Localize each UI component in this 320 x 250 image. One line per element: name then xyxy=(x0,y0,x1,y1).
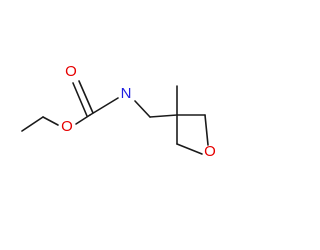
bond-ethyl-ch3-ch2 xyxy=(21,116,44,132)
bond-ring-o-c4-bottom xyxy=(176,143,203,155)
carbonyl-oxygen-label: O xyxy=(65,63,77,80)
bond-ring-c2-top-o xyxy=(204,114,209,146)
ester-oxygen-label: O xyxy=(61,118,73,135)
bond-ch2-quaternary-c xyxy=(149,114,178,118)
ring-oxygen-label: O xyxy=(204,143,216,160)
bond-carbonyl-double-1 xyxy=(72,82,88,117)
nitrogen-label: N xyxy=(121,85,132,102)
bond-ethyl-ch2-o xyxy=(42,116,59,126)
bond-carbonyl-c-n xyxy=(89,97,119,116)
bond-n-ch2 xyxy=(134,100,151,118)
bond-ester-o-carbonyl-c xyxy=(75,114,91,125)
chemical-structure: O O N O xyxy=(21,63,216,160)
bond-carbonyl-double-2 xyxy=(78,80,94,114)
